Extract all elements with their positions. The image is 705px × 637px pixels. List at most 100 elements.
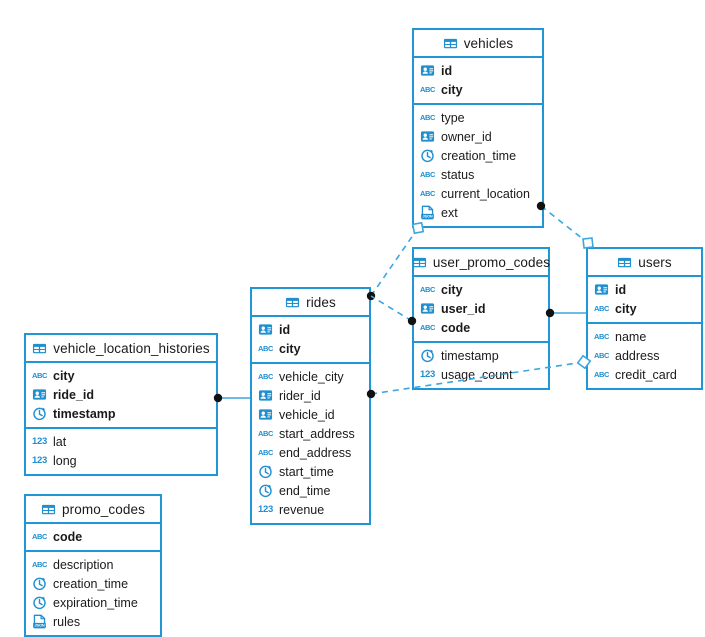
table-header[interactable]: users	[588, 249, 701, 277]
field-row[interactable]: creation_time	[26, 574, 160, 593]
field-label: code	[441, 320, 471, 335]
field-row[interactable]: owner_id	[414, 127, 542, 146]
abc-text-icon: ABC	[258, 344, 273, 353]
svg-text:ABC: ABC	[32, 532, 47, 541]
field-label: status	[441, 167, 475, 182]
primary-key-row[interactable]: ABC code	[26, 527, 160, 546]
field-row[interactable]: rider_id	[252, 386, 369, 405]
svg-text:ABC: ABC	[420, 170, 435, 179]
table-header[interactable]: vehicles	[414, 30, 542, 58]
key-id-icon	[32, 389, 47, 400]
field-label: address	[615, 348, 660, 363]
field-label: timestamp	[441, 348, 499, 363]
abc-text-icon: ABC	[420, 113, 435, 122]
field-label: end_address	[279, 445, 352, 460]
table-name: user_promo_codes	[432, 254, 551, 270]
primary-key-row[interactable]: timestamp	[26, 404, 216, 423]
table-header[interactable]: rides	[252, 289, 369, 317]
field-label: code	[53, 529, 83, 544]
clock-icon	[33, 407, 46, 421]
field-row[interactable]: expiration_time	[26, 593, 160, 612]
key-id-icon	[258, 324, 273, 335]
field-row[interactable]: timestamp	[414, 346, 548, 365]
primary-key-row[interactable]: ride_id	[26, 385, 216, 404]
field-label: city	[615, 301, 637, 316]
table-grid-icon	[443, 38, 457, 48]
table-grid-icon	[41, 504, 56, 514]
primary-key-row[interactable]: id	[414, 61, 542, 80]
field-row[interactable]: ABC end_address	[252, 443, 369, 462]
field-label: id	[615, 282, 627, 297]
key-id-icon	[420, 303, 435, 314]
field-row[interactable]: ABC start_address	[252, 424, 369, 443]
abc-text-icon: ABC	[258, 429, 273, 438]
svg-text:ABC: ABC	[258, 448, 273, 457]
field-label: city	[53, 368, 75, 383]
primary-key-row[interactable]: id	[252, 320, 369, 339]
table-header[interactable]: vehicle_location_histories	[26, 335, 216, 363]
primary-key-row[interactable]: user_id	[414, 299, 548, 318]
table-name: rides	[306, 294, 336, 310]
key-id-icon	[594, 284, 609, 295]
field-row[interactable]: end_time	[252, 481, 369, 500]
field-label: vehicle_city	[279, 369, 344, 384]
table-name: promo_codes	[62, 501, 145, 517]
clock-icon	[259, 465, 272, 479]
clock-icon	[33, 596, 46, 610]
field-row[interactable]: creation_time	[414, 146, 542, 165]
field-row[interactable]: start_time	[252, 462, 369, 481]
json-icon: JSON	[33, 614, 46, 629]
field-row[interactable]: vehicle_id	[252, 405, 369, 424]
field-label: ext	[441, 205, 458, 220]
table-grid-icon	[412, 257, 426, 267]
table-header[interactable]: promo_codes	[26, 496, 160, 524]
field-label: start_address	[279, 426, 355, 441]
table-grid-icon	[618, 257, 632, 267]
field-label: start_time	[279, 464, 334, 479]
field-row[interactable]: ABC address	[588, 346, 701, 365]
clock-icon	[421, 349, 434, 363]
svg-text:ABC: ABC	[420, 113, 435, 122]
svg-text:ABC: ABC	[420, 285, 435, 294]
abc-text-icon: ABC	[258, 372, 273, 381]
primary-key-row[interactable]: id	[588, 280, 701, 299]
field-row[interactable]: ABC vehicle_city	[252, 367, 369, 386]
svg-text:JSON: JSON	[34, 624, 44, 628]
field-row[interactable]: ABC status	[414, 165, 542, 184]
clock-icon	[33, 577, 46, 591]
abc-text-icon: ABC	[420, 170, 435, 179]
table-header[interactable]: user_promo_codes	[412, 249, 551, 277]
number-123-icon: 123	[420, 369, 435, 380]
table-name: vehicles	[463, 35, 514, 51]
field-label: vehicle_id	[279, 407, 335, 422]
svg-text:ABC: ABC	[594, 351, 609, 360]
